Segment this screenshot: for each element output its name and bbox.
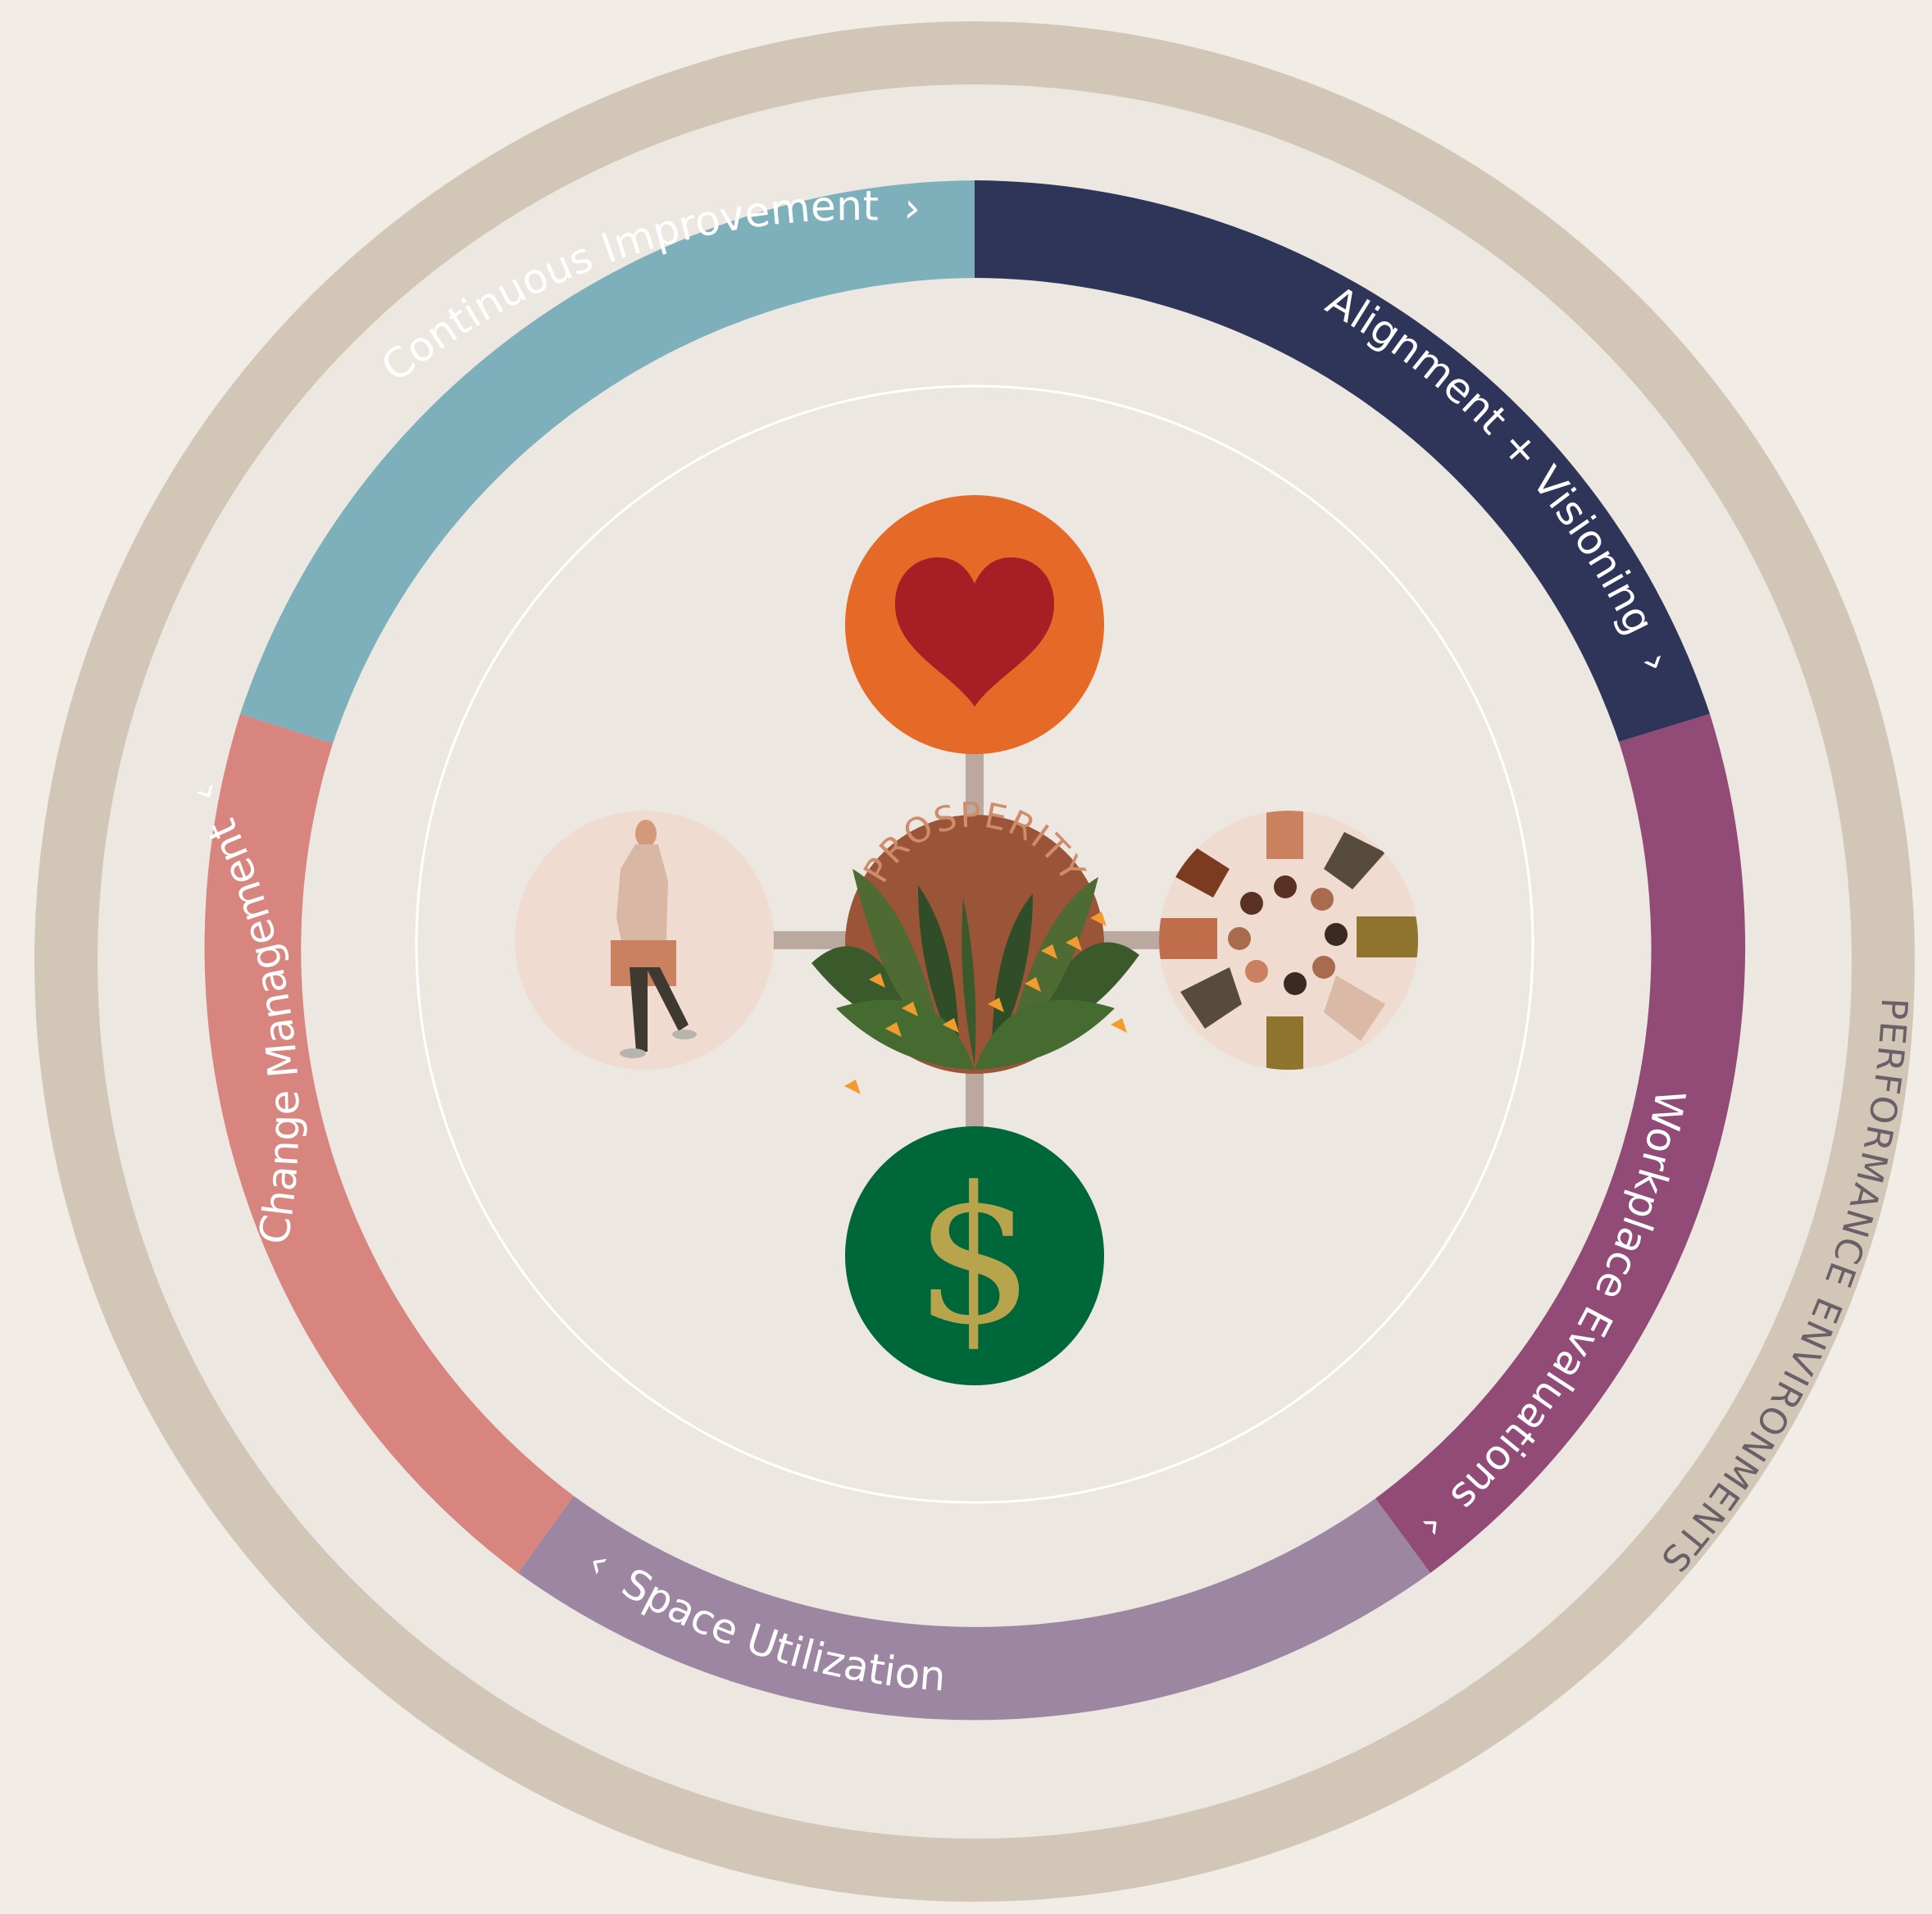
segment-continuous-improvement[interactable] [240,180,975,743]
inner-ring [415,384,1534,1504]
heart-icon [895,557,1054,707]
dollar-node[interactable]: $ [845,1126,1104,1385]
walking-person-node[interactable] [515,811,774,1070]
segment-space-utilization[interactable] [518,1496,1430,1721]
segment-change-management[interactable] [204,714,574,1573]
heart-node[interactable] [845,495,1104,754]
team-circle-node[interactable] [1152,810,1426,1070]
team-circle-icon [1159,811,1418,1070]
dollar-icon: $ [915,1148,1034,1366]
walking-person-icon [611,820,697,1058]
segment-workplace-evaluations[interactable] [1375,714,1746,1573]
plant-icon [811,869,1139,1094]
prosperity-node[interactable]: PROSPERITY [811,794,1139,1094]
segment-alignment-visioning[interactable] [975,180,1710,742]
